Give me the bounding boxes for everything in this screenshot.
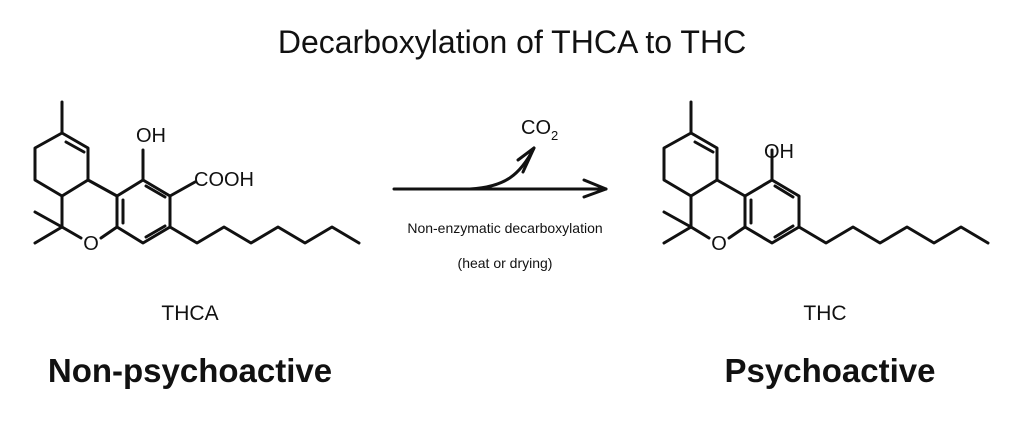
reaction-condition-line2: (heat or drying) — [457, 255, 553, 271]
thca-structure: O OH COOH — [33, 100, 361, 255]
reaction-arrow: CO2 — [392, 117, 608, 199]
thc-structure: O OH — [662, 100, 990, 255]
reactant-activity: Non-psychoactive — [47, 352, 333, 389]
reactant-name: THCA — [161, 302, 219, 325]
co2-label: CO2 — [521, 117, 558, 143]
reaction-condition-line1: Non-enzymatic decarboxylation — [407, 220, 603, 236]
diagram-title: Decarboxylation of THCA to THC — [277, 24, 747, 60]
thca-ring-oxygen: O — [83, 233, 99, 255]
product-activity: Psychoactive — [724, 352, 936, 389]
thc-hydroxyl-label: OH — [764, 141, 794, 163]
thca-hydroxyl-label: OH — [136, 125, 166, 147]
product-name: THC — [803, 302, 847, 325]
thc-ring-oxygen: O — [711, 233, 727, 255]
thca-carboxyl-label: COOH — [194, 169, 254, 191]
co2-arrowhead-icon — [516, 146, 536, 174]
